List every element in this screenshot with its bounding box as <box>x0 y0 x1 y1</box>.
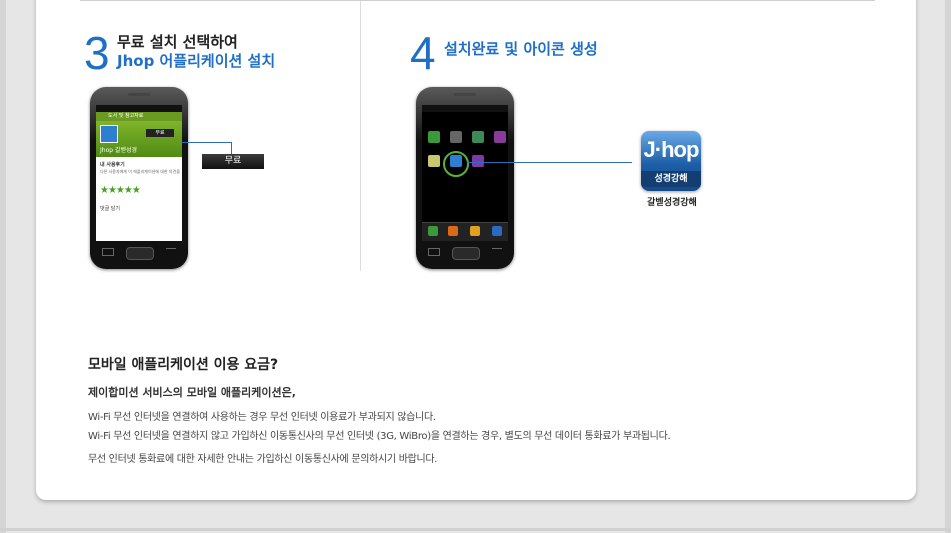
free-callout-label: 무료 <box>202 154 264 169</box>
menu-key-icon <box>428 248 440 256</box>
review-text: 다른 사용자에게 이 애플리케이션에 대한 의견을 <box>100 169 180 174</box>
comments-link[interactable]: 댓글 달기 <box>100 206 120 212</box>
app-header: 무료 Jhop 갈벧성경 <box>96 121 182 157</box>
jhop-icon-label: 갈벧성경강해 <box>647 198 697 208</box>
jhop-app-icon-small <box>100 125 118 143</box>
contacts-icon <box>448 226 458 236</box>
fees-subtitle: 제이합미션 서비스의 모바일 애플리케이션은, <box>88 386 296 399</box>
fees-line-2: Wi-Fi 무선 인터넷을 연결하지 않고 가입하신 이동통신사의 무선 인터넷… <box>88 431 671 442</box>
page-frame-right <box>945 0 951 533</box>
step-3-title-line2: Jhop 어플리케이션 설치 <box>117 52 276 70</box>
fees-line-1: Wi-Fi 무선 인터넷을 연결하여 사용하는 경우 무선 인터넷 이용료가 부… <box>88 412 436 423</box>
phone-step3: 도서 및 참고자료 무료 Jhop 갈벧성경 내 사용후기 다른 사용자에게 이… <box>90 87 188 269</box>
phone-icon <box>428 226 438 236</box>
app-name: Jhop 갈벧성경 <box>100 147 138 154</box>
page-bottom-border <box>0 528 951 531</box>
jhop-app-icon[interactable]: J·hop 성경강해 <box>641 131 701 191</box>
phone-step4 <box>416 87 514 269</box>
home-button <box>452 247 480 260</box>
app-body: 내 사용후기 다른 사용자에게 이 애플리케이션에 대한 의견을 ★★★★★ 댓… <box>96 157 182 241</box>
back-key-icon <box>166 248 176 255</box>
fees-title: 모바일 애플리케이션 이용 요금? <box>88 357 279 373</box>
dock <box>422 222 508 241</box>
app-icon <box>428 155 440 167</box>
step-3-number: 3 <box>84 27 110 79</box>
menu-key-icon <box>102 248 114 256</box>
app-icon <box>450 131 462 143</box>
jhop-logo-text: J·hop <box>643 137 700 162</box>
step-divider <box>360 1 361 271</box>
top-rule <box>80 0 875 1</box>
fees-line-3: 무선 인터넷 통화료에 대한 자세한 안내는 가입하신 이동통신사에 문의하시기… <box>88 454 438 465</box>
step-4-number: 4 <box>410 27 436 79</box>
app-icon <box>472 131 484 143</box>
app-bar: 도서 및 참고자료 <box>96 112 182 121</box>
review-label: 내 사용후기 <box>100 162 125 168</box>
callout-line-h <box>182 142 232 143</box>
highlight-ring <box>443 151 469 177</box>
callout-line-v <box>231 142 232 154</box>
home-button <box>126 247 154 260</box>
back-key-icon <box>492 248 502 255</box>
rating-stars[interactable]: ★★★★★ <box>100 185 141 196</box>
phone-speaker <box>454 93 476 96</box>
phone-screen: 도서 및 참고자료 무료 Jhop 갈벧성경 내 사용후기 다른 사용자에게 이… <box>96 105 182 241</box>
app-icon <box>472 155 484 167</box>
app-icon <box>494 131 506 143</box>
phone-speaker <box>128 93 150 96</box>
status-bar <box>422 105 508 112</box>
icon-connector-line <box>467 162 632 163</box>
free-install-button[interactable]: 무료 <box>146 129 174 137</box>
page-frame-left <box>0 0 6 533</box>
status-bar <box>96 105 182 112</box>
home-icon <box>492 226 502 236</box>
jhop-icon-subtitle: 성경강해 <box>641 171 701 187</box>
step-4-title: 설치완료 및 아이콘 생성 <box>444 40 598 58</box>
app-icon <box>428 131 440 143</box>
messages-icon <box>470 226 480 236</box>
step-3-title-line1: 무료 설치 선택하여 <box>117 33 238 51</box>
